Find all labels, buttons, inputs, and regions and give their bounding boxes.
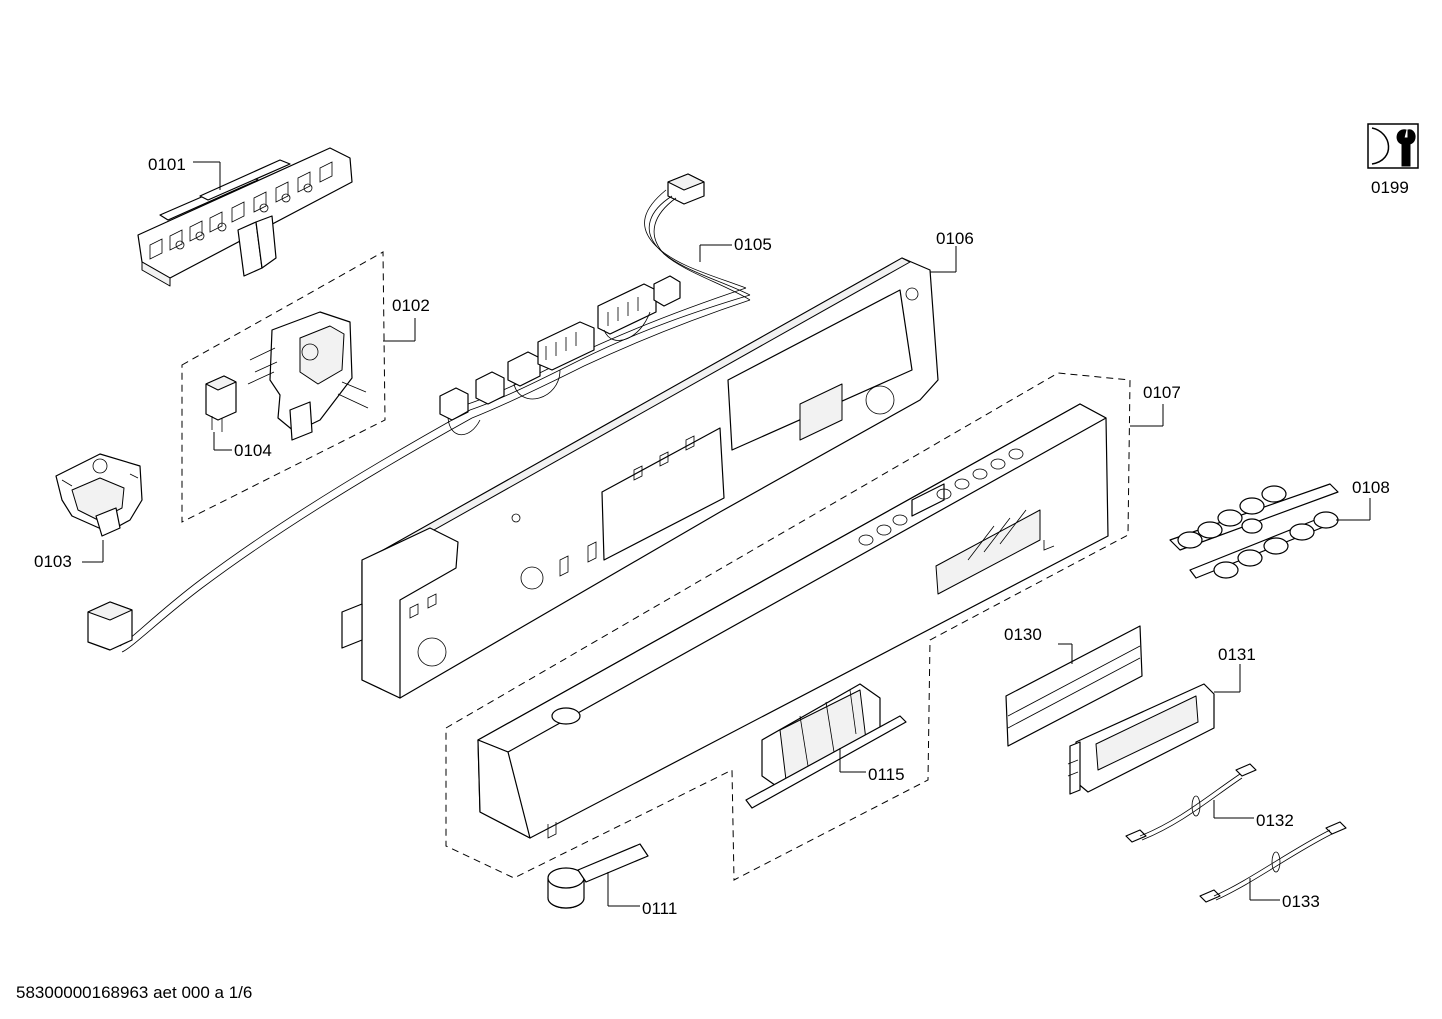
label-0108: 0108 — [1352, 478, 1390, 497]
label-0131: 0131 — [1218, 645, 1256, 664]
part-0108-button-set — [1169, 483, 1371, 579]
part-0131-display-module — [1067, 664, 1241, 795]
part-0102-group — [181, 251, 416, 523]
wrench-icon — [1367, 123, 1419, 169]
part-0105-wiring-harness — [87, 173, 751, 653]
label-0130: 0130 — [1004, 625, 1042, 644]
label-0105: 0105 — [734, 235, 772, 254]
label-0104: 0104 — [234, 441, 272, 460]
label-0199: 0199 — [1371, 178, 1409, 197]
part-0115-handle — [745, 683, 907, 809]
label-0115: 0115 — [868, 765, 905, 784]
label-0107: 0107 — [1143, 383, 1181, 402]
part-0106-frame — [341, 246, 957, 699]
label-0102: 0102 — [392, 296, 430, 315]
label-0103: 0103 — [34, 552, 72, 571]
part-0133-cable — [1199, 821, 1347, 903]
part-0103-door-lock — [55, 453, 143, 563]
document-footer: 58300000168963 aet 000 a 1/6 — [16, 983, 252, 1002]
part-0101-control-board — [137, 147, 353, 287]
part-0132-cable — [1125, 763, 1257, 843]
label-0132: 0132 — [1256, 811, 1294, 830]
label-0111: 0111 — [642, 899, 677, 918]
part-0104-relay — [205, 375, 237, 451]
part-0130-display-film — [1005, 625, 1143, 747]
label-0106: 0106 — [936, 229, 974, 248]
label-0101: 0101 — [148, 155, 186, 174]
part-0107-control-panel-group — [445, 372, 1164, 881]
label-0133: 0133 — [1282, 892, 1320, 911]
part-0111-knob — [547, 843, 649, 909]
